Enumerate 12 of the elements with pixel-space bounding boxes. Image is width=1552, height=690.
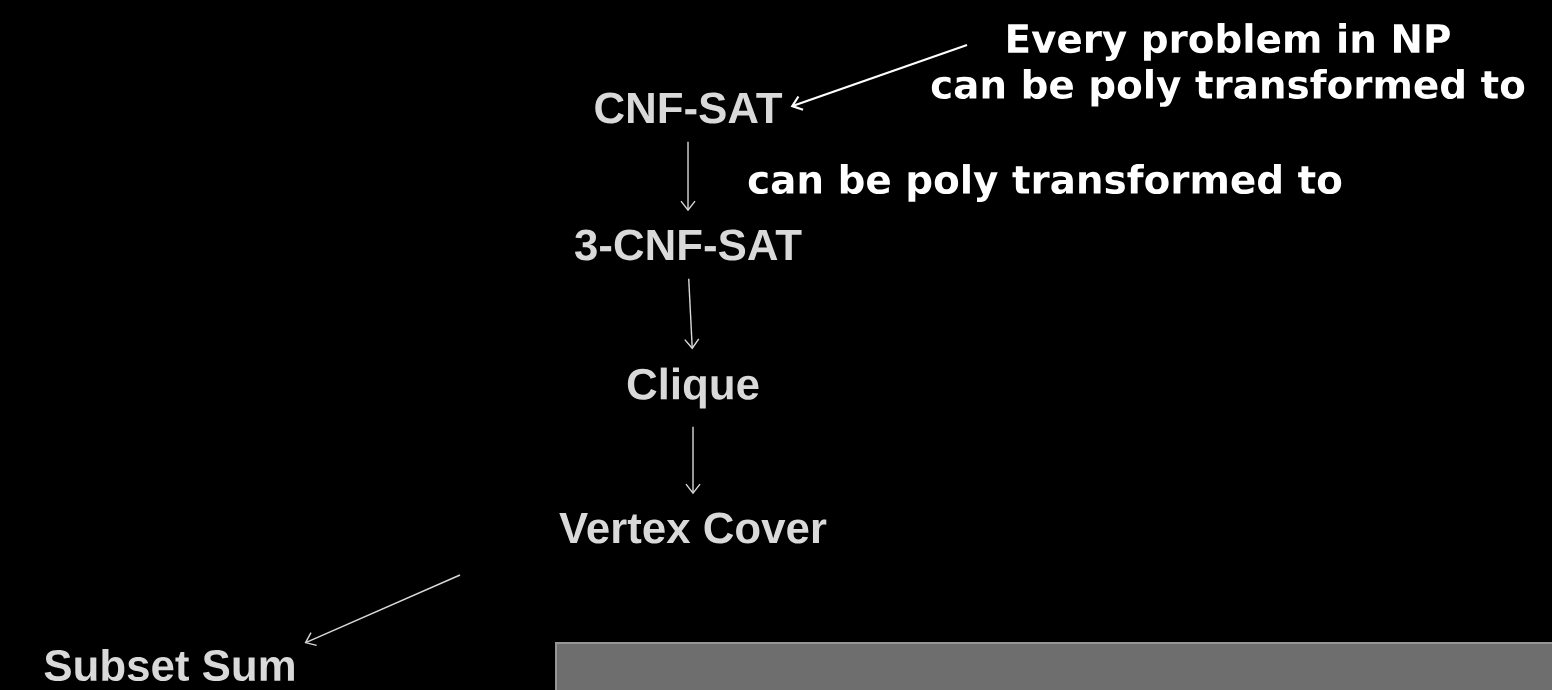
problem-label: Subset Sum bbox=[44, 648, 294, 682]
problem-label: Vertex Cover bbox=[559, 512, 827, 544]
problem-label: 3-CNF-SAT bbox=[574, 229, 802, 261]
edge-label: can be poly transformed to bbox=[745, 162, 1345, 204]
arrow bbox=[304, 574, 461, 647]
note-text: Every problem in NP can be poly transformed to bbox=[931, 23, 1525, 107]
problem-label: CNF-SAT bbox=[595, 92, 783, 124]
arrow bbox=[684, 278, 700, 350]
arrow bbox=[685, 425, 701, 495]
problem-label: Clique bbox=[627, 367, 759, 409]
arrow bbox=[790, 43, 968, 111]
arrow bbox=[680, 141, 696, 212]
